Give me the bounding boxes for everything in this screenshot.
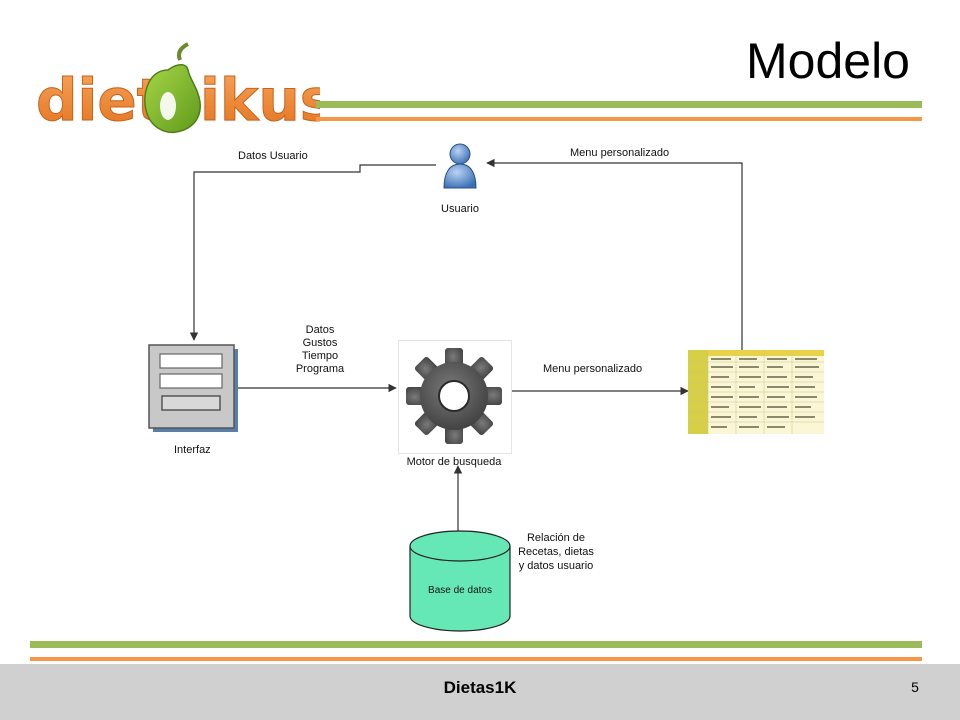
- footer-bar: [0, 664, 960, 720]
- bottom-green-line: [30, 641, 922, 648]
- logo-text-left: diet: [36, 66, 164, 134]
- header-green-line: [316, 101, 922, 108]
- logo: diet ikus: [36, 42, 320, 135]
- gear-icon: [406, 348, 502, 444]
- datos-line-1: Datos: [305, 324, 335, 336]
- interfaz-label: Interfaz: [174, 444, 211, 456]
- datos-line-2: Gustos: [302, 337, 338, 349]
- edge-menu-personalizado-top: [486, 158, 743, 350]
- page-number: 5: [911, 679, 919, 695]
- slide-title: Modelo: [746, 33, 910, 89]
- header-orange-line: [316, 117, 922, 121]
- motor-label: Motor de busqueda: [406, 456, 502, 468]
- datos-label: Datos Gustos Tiempo Programa: [280, 324, 360, 376]
- datos-line-4: Programa: [295, 363, 345, 375]
- edge-datos-usuario: [189, 164, 436, 341]
- usuario-label: Usuario: [441, 203, 479, 215]
- datos-usuario-label: Datos Usuario: [238, 150, 308, 162]
- logo-text-right: ikus: [200, 66, 320, 134]
- database-icon: [409, 530, 511, 632]
- spreadsheet-icon: [688, 350, 824, 434]
- annotation-line-2: Recetas, dietas: [518, 546, 594, 558]
- footer-text: Dietas1K: [443, 678, 517, 697]
- user-icon: [443, 143, 477, 189]
- annotation-line-1: Relación de: [526, 532, 586, 544]
- menu-personalizado-top-label: Menu personalizado: [570, 147, 670, 159]
- pear-icon: [144, 42, 201, 134]
- menu-personalizado-mid-label: Menu personalizado: [543, 363, 643, 375]
- bottom-orange-line: [30, 657, 922, 661]
- form-window-icon: [148, 344, 238, 432]
- annotation-line-3: y datos usuario: [518, 560, 594, 572]
- relacion-annotation: Relación de Recetas, dietas y datos usua…: [506, 531, 606, 573]
- database-label: Base de datos: [428, 585, 492, 596]
- datos-line-3: Tiempo: [301, 350, 339, 362]
